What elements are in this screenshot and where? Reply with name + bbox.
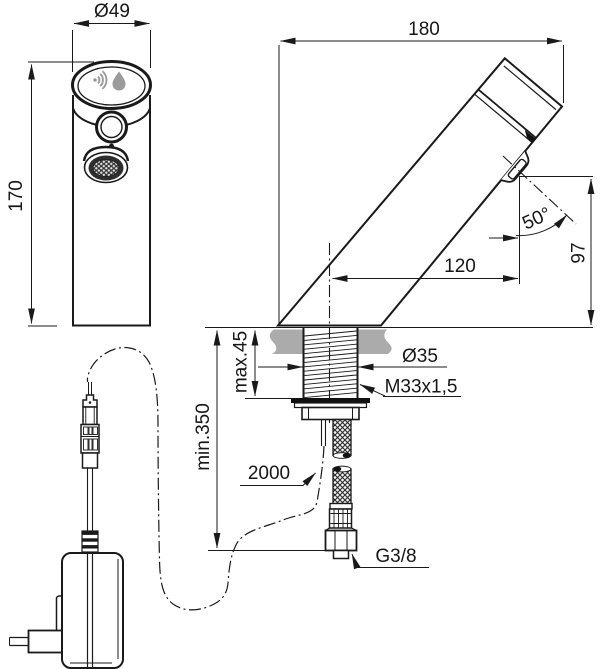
dim-clearance-below: min.350 bbox=[193, 403, 214, 471]
water-drop-icon bbox=[112, 71, 126, 91]
dim-side bbox=[278, 37, 595, 424]
dim-supply-thread: G3/8 bbox=[375, 546, 416, 567]
dim-cable-length: 2000 bbox=[248, 463, 290, 484]
sensor-signal-icon bbox=[93, 70, 108, 90]
thread-hatching bbox=[304, 330, 357, 399]
dim-front bbox=[28, 20, 151, 327]
front-view bbox=[71, 60, 152, 327]
countertop-section bbox=[205, 327, 593, 560]
dim-spout-reach: 120 bbox=[444, 256, 476, 277]
power-adapter bbox=[9, 382, 124, 669]
dim-spout-angle: 50° bbox=[519, 204, 554, 235]
dim-top-diameter: Ø49 bbox=[94, 1, 130, 22]
dim-thread-size: M33x1,5 bbox=[385, 377, 458, 398]
supply-hose bbox=[332, 418, 352, 506]
g38-fitting bbox=[324, 502, 358, 560]
dim-depth: 180 bbox=[408, 19, 440, 40]
dim-mounting bbox=[208, 330, 461, 570]
strain-relief bbox=[81, 530, 99, 553]
countertop-left bbox=[269, 329, 304, 354]
aerator-front bbox=[82, 145, 130, 184]
dim-deck-thickness: max.45 bbox=[231, 331, 252, 393]
cable-connector bbox=[80, 382, 100, 469]
dim-outlet-height: 97 bbox=[569, 242, 590, 263]
side-view bbox=[275, 56, 564, 327]
mounting-nut bbox=[301, 406, 360, 421]
sensor-cable bbox=[86, 346, 325, 611]
plug-pin bbox=[9, 636, 29, 647]
dim-hole-diameter: Ø35 bbox=[402, 346, 438, 367]
countertop-right bbox=[357, 329, 392, 354]
dim-height: 170 bbox=[6, 180, 27, 212]
